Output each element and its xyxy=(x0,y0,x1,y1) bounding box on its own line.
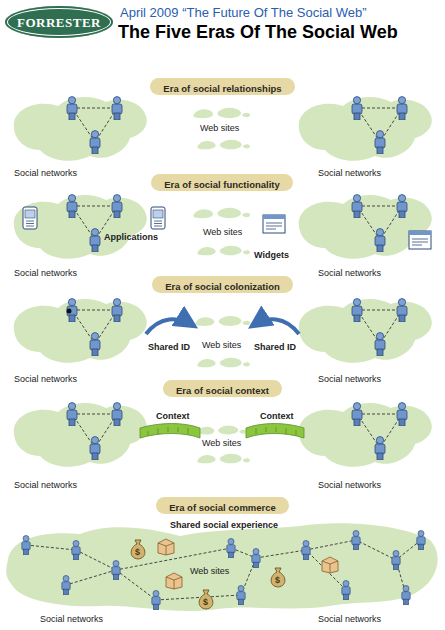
era-title: Era of social colonization xyxy=(165,281,280,292)
era5-art xyxy=(6,523,437,611)
era-band: Era of social context xyxy=(163,380,282,397)
map-label: Web sites xyxy=(203,227,242,238)
map-label: Social networks xyxy=(318,614,381,625)
map-label: Context xyxy=(156,411,190,422)
map-label: Context xyxy=(260,411,294,422)
logo-oval: FORRESTER xyxy=(5,6,113,38)
map-label: Social networks xyxy=(40,614,103,625)
era-title: Era of social context xyxy=(176,385,269,396)
title-text: The Five Eras Of The Social Web xyxy=(118,22,398,44)
era4-art xyxy=(14,403,432,467)
era1-art xyxy=(14,97,432,161)
map-label: Web sites xyxy=(190,566,229,577)
map-label: Web sites xyxy=(202,438,241,449)
era-title: Era of social functionality xyxy=(164,179,280,190)
map-label: Social networks xyxy=(318,168,381,179)
money-sign: $ xyxy=(275,575,280,586)
map-label: Social networks xyxy=(14,480,77,491)
era-title: Era of social relationships xyxy=(163,83,281,94)
map-label: Applications xyxy=(104,232,158,243)
era-band: Era of social colonization xyxy=(152,276,293,293)
map-label: Shared ID xyxy=(148,342,190,353)
map-label: Web sites xyxy=(200,123,239,134)
era-band: Era of social relationships xyxy=(150,78,295,95)
map-label: Social networks xyxy=(318,480,381,491)
era3-art xyxy=(14,299,432,368)
logo-text: FORRESTER xyxy=(17,15,101,30)
money-sign: $ xyxy=(203,597,208,608)
map-label: Widgets xyxy=(254,250,289,261)
map-label: Web sites xyxy=(202,340,241,351)
era2-art xyxy=(14,195,432,259)
era-band: Era of social commerce xyxy=(156,497,289,514)
map-label: Social networks xyxy=(14,168,77,179)
map-label: Social networks xyxy=(14,268,77,279)
map-label: Social networks xyxy=(14,374,77,385)
money-sign: $ xyxy=(135,547,140,558)
subtitle: April 2009 “The Future Of The Social Web… xyxy=(120,5,367,21)
era-band: Era of social functionality xyxy=(151,174,293,191)
map-label: Social networks xyxy=(318,374,381,385)
map-label: Social networks xyxy=(318,268,381,279)
map-label: Shared social experience xyxy=(170,520,278,531)
map-label: Shared ID xyxy=(254,342,296,353)
era-title: Era of social commerce xyxy=(169,502,276,513)
